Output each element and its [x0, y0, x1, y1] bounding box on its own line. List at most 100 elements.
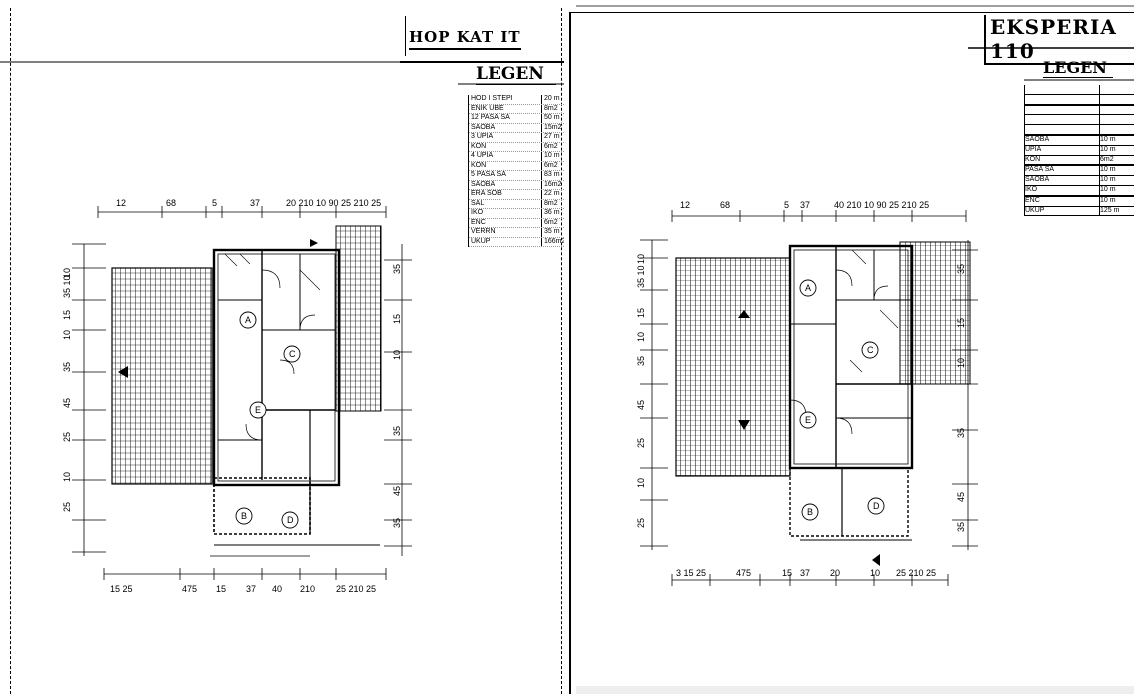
right-legend-row: KON 6m2 [1025, 155, 1134, 167]
right-left-dimension: 10 [636, 477, 646, 488]
left-top-dimension: 20 210 10 90 25 210 25 [286, 198, 382, 208]
right-bottom-dimension: 20 [830, 568, 841, 578]
left-legend-room-area: 83 m [541, 171, 564, 180]
right-bottom-dimension: 10 [870, 568, 881, 578]
left-legend-room-name: 3 UPIA [471, 133, 494, 140]
left-legend-room-name: ENC [471, 218, 486, 226]
right-room-label: A [805, 283, 812, 293]
right-room-label: D [873, 501, 880, 511]
left-legend-room-name: SAOBA [471, 180, 496, 188]
left-bottom-dimension: 25 210 25 [336, 584, 377, 594]
right-roof-hatch [675, 257, 791, 477]
left-legend-room-name: KON [471, 161, 487, 169]
right-legend-room-name: KON [1025, 155, 1041, 163]
right-right-dimension: 10 [956, 357, 966, 368]
right-room-label: E [805, 415, 812, 425]
left-legend-room-name: ENIK UBE [471, 104, 504, 112]
right-legend-room-name: ENC [1025, 196, 1040, 204]
right-left-dimension: 15 [636, 307, 646, 318]
left-legend-room-name: HOD I STEPI [471, 95, 513, 102]
right-top-dimension: 37 [800, 200, 811, 210]
left-left-dimension: 45 [62, 397, 72, 408]
right-legend-room-area [1099, 94, 1134, 104]
right-legend-room-name: PASA SA [1025, 166, 1055, 174]
right-left-dimension: 25 [636, 437, 646, 448]
right-legend-room-name: UPIA [1025, 145, 1042, 153]
right-legend-room-area: 10 m [1099, 185, 1134, 195]
right-right-dimension: 35 [956, 427, 966, 438]
right-top-dimension: 68 [720, 200, 731, 210]
left-left-dimension: 35 10 [62, 275, 72, 298]
left-legend-room-area: 166m2 [541, 237, 564, 246]
left-legend-room-area: 22 m [541, 190, 564, 199]
right-bottom-dimension: 37 [800, 568, 811, 578]
left-room-label: E [255, 405, 262, 415]
left-top-dimension: 5 [212, 198, 218, 208]
left-legend-room-area: 8m2 [541, 104, 564, 113]
left-bottom-dimension: 37 [246, 584, 257, 594]
left-top-dimension: 12 [116, 198, 127, 208]
left-legend-room-area: 6m2 [541, 161, 564, 170]
right-legend-room-area: 10 m [1099, 145, 1134, 155]
right-bottom-dimension: 3 15 25 [676, 568, 707, 578]
left-legend-room-name: KON [471, 142, 487, 150]
left-legend-room-name: IKO [471, 209, 484, 216]
right-legend-row [1025, 115, 1134, 126]
left-left-dimension: 25 [62, 501, 72, 512]
right-room-circles [799, 279, 885, 521]
right-right-dimension: 35 [956, 263, 966, 274]
left-sheet-frame [10, 8, 562, 694]
right-legend-room-area [1099, 85, 1134, 94]
right-legend-row: ENC 10 m [1025, 196, 1134, 207]
left-bottom-dimension: 15 [216, 584, 227, 594]
right-legend-room-area [1099, 105, 1134, 115]
right-sheet-footer-bar [576, 686, 1134, 694]
left-top-dimension: 68 [166, 198, 177, 208]
right-legend-row [1025, 85, 1134, 95]
right-left-dimension: 45 [636, 399, 646, 410]
right-bottom-dimension: 25 210 25 [896, 568, 937, 578]
left-legend-room-name: SAOBA [471, 123, 496, 131]
left-right-dimension: 10 [392, 349, 402, 360]
left-legend-room-area: 6m2 [541, 142, 564, 151]
left-legend-room-area: 8m2 [541, 199, 564, 208]
right-legend-room-area: 10 m [1099, 196, 1134, 206]
left-left-dimension: 25 [62, 431, 72, 442]
right-left-dimension: 35 [636, 355, 646, 366]
right-legend-room-area: 6m2 [1099, 155, 1134, 165]
right-top-dimension: 40 210 10 90 25 210 25 [834, 200, 930, 210]
right-legend-row [1025, 105, 1134, 116]
right-legend-room-area: 125 m [1099, 206, 1134, 216]
left-floor-plan [0, 61, 564, 580]
left-room-circles [235, 311, 301, 529]
left-legend-room-name: VERRN [471, 228, 496, 235]
right-legend-room-name: SAOBA [1025, 135, 1050, 143]
right-top-dimension: 12 [680, 200, 691, 210]
left-left-dimension: 35 [62, 361, 72, 372]
left-sheet-title: HOP KAT IT [405, 16, 521, 56]
left-legend-room-area: 20 m [541, 95, 564, 104]
left-right-dimension: 35 [392, 425, 402, 436]
right-legend-room-area: 10 m [1099, 166, 1134, 176]
right-legend-row: PASA SA 10 m [1025, 166, 1134, 177]
left-arrows [118, 239, 318, 378]
right-sheet-title: EKSPERIA 110 [984, 15, 1134, 65]
right-legend-room-name: SAOBA [1025, 176, 1050, 184]
right-legend-row [1025, 94, 1134, 106]
left-bottom-dimension: 15 25 [110, 584, 133, 594]
right-outer-walls [675, 241, 971, 541]
right-left-dimension: 25 [636, 517, 646, 528]
